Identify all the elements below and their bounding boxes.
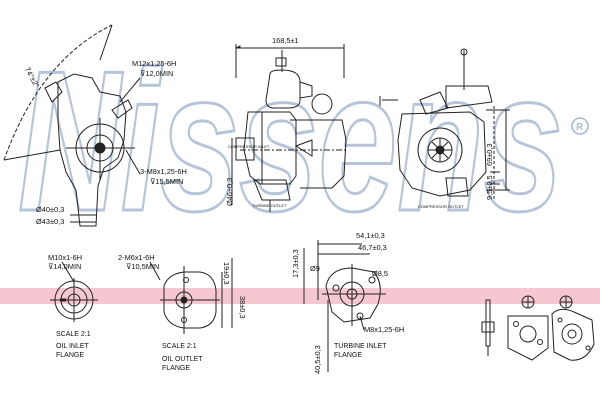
oil-inlet-thread-label: M10x1-6H: [48, 253, 83, 262]
turbine-outlet-note: TURBINE OUTLET: [252, 203, 287, 208]
depth-top-label: ⊽12,0MIN: [140, 69, 174, 78]
outlet-diameter-label: Ø46±0,3: [225, 177, 234, 206]
turbine-inlet-flange: [303, 240, 386, 372]
compressor-inlet-note: COMPRESSOR INLET: [228, 144, 270, 149]
dimension-8-5-label: Ø8,5: [372, 269, 389, 278]
dimension-38-label: 38±0,3: [238, 296, 247, 319]
dimension-40-5-label: 40,5±0,3: [313, 345, 322, 374]
top-left-view: [3, 24, 141, 227]
pink-stripe: [0, 288, 600, 304]
drawing-lines: [3, 24, 595, 372]
watermark-text: Nissens: [18, 30, 563, 253]
oil-outlet-flange: [149, 258, 233, 334]
dimension-17-label: 17,3±0,3: [291, 249, 300, 278]
bottom-right-parts: [481, 295, 595, 361]
oil-inlet-scale-label: SCALE 2:1: [56, 331, 91, 338]
dimension-9-5-label: 9,5±0,5: [485, 175, 494, 200]
oil-outlet-caption-2: FLANGE: [162, 365, 191, 372]
diameter-43-label: Ø43±0,3: [36, 217, 65, 226]
dimension-9-label: Ø9: [310, 264, 320, 273]
depth-side-label: ⊽15,5MIN: [150, 177, 184, 186]
oil-outlet-thread-label: 2-M6x1-6H: [118, 253, 155, 262]
dimension-19-label: 19±0,3: [222, 262, 231, 285]
oil-outlet-depth-label: ⊽10,5MIN: [126, 262, 160, 271]
dimension-46-label: 46,7±0,3: [358, 243, 387, 252]
turbine-inlet-caption-2: FLANGE: [334, 352, 363, 359]
thread-top-label: M12x1,25-6H: [132, 59, 177, 68]
oil-inlet-flange: [50, 261, 98, 322]
oil-inlet-caption-1: OIL INLET: [56, 343, 89, 350]
turbine-inlet-caption-1: TURBINE INLET: [334, 343, 387, 350]
compressor-outlet-note: COMPRESSOR OUTLET: [418, 204, 464, 209]
dimension-69-label: 69±0,3: [485, 143, 494, 166]
registered-mark-circle: [571, 117, 589, 135]
center-view: [231, 44, 347, 212]
oil-outlet-caption-1: OIL OUTLET: [162, 356, 203, 363]
oil-outlet-scale-label: SCALE 2:1: [162, 343, 197, 350]
right-view: [379, 48, 510, 200]
registered-mark: R: [576, 122, 584, 133]
oil-inlet-depth-label: ⊽14,0MIN: [48, 262, 82, 271]
oil-inlet-caption-2: FLANGE: [56, 352, 85, 359]
width-dimension-label: 168,5±1: [272, 36, 299, 45]
diameter-40-label: Ø40±0,3: [36, 205, 65, 214]
turbine-thread-label: M8x1,25-6H: [364, 325, 405, 334]
thread-side-label: 3-M8x1,25-6H: [140, 167, 187, 176]
dimension-54-label: 54,1±0,3: [356, 231, 385, 240]
